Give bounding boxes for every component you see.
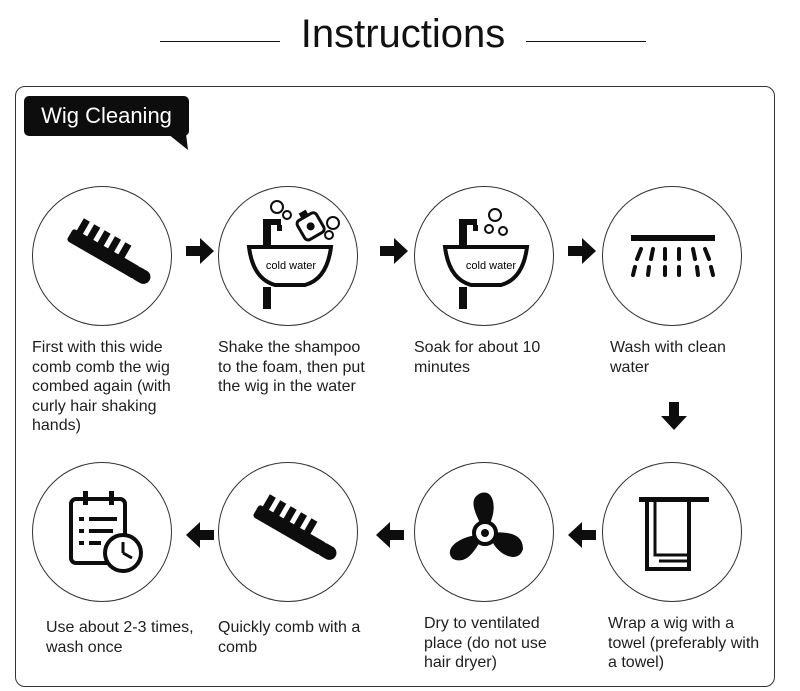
sink-label: cold water <box>266 260 316 272</box>
step-6-circle <box>414 462 554 602</box>
step-2-text: Shake the shampoo to the foam, then put … <box>218 339 365 395</box>
step-3-text: Soak for about 10 minutes <box>414 339 541 376</box>
wide-comb-icon <box>253 494 337 560</box>
step-5-circle <box>602 462 742 602</box>
sink-soak-icon: cold water <box>442 208 530 309</box>
step-7-circle <box>218 462 358 602</box>
step-8-text: Use about 2-3 times, wash once <box>46 619 194 656</box>
instructions-panel <box>15 86 775 687</box>
arrow-right-icon <box>380 238 408 264</box>
step-4-circle <box>602 186 742 326</box>
page-title: Instructions <box>300 12 506 56</box>
section-label: Wig Cleaning <box>24 96 189 136</box>
fan-icon <box>449 492 523 561</box>
step-6-text: Dry to ventilated place (do not use hair… <box>424 615 547 671</box>
arrow-down-icon <box>661 402 687 430</box>
shower-icon <box>631 235 715 277</box>
title-divider-right <box>526 41 646 42</box>
step-2-circle: cold water <box>218 186 358 326</box>
sink-label: cold water <box>466 260 516 272</box>
step-1-circle <box>32 186 172 326</box>
arrow-right-icon <box>186 238 214 264</box>
step-3-circle: cold water <box>414 186 554 326</box>
step-4-text: Wash with clean water <box>610 339 726 376</box>
section-label-tail <box>168 134 188 150</box>
calendar-clock-icon <box>69 491 143 573</box>
sink-shampoo-icon: cold water <box>246 200 340 309</box>
step-5-text: Wrap a wig with a towel (preferably with… <box>608 615 760 671</box>
arrow-right-icon <box>568 238 596 264</box>
step-1-text: First with this wide comb comb the wig c… <box>32 339 171 434</box>
arrow-left-icon <box>376 522 404 548</box>
arrow-left-icon <box>568 522 596 548</box>
page-header: Instructions <box>0 8 800 64</box>
step-7-text: Quickly comb with a comb <box>218 619 361 656</box>
step-8-circle <box>32 462 172 602</box>
towel-icon <box>639 497 709 571</box>
title-divider-left <box>160 41 280 42</box>
wide-comb-icon <box>67 218 151 284</box>
arrow-left-icon <box>186 522 214 548</box>
